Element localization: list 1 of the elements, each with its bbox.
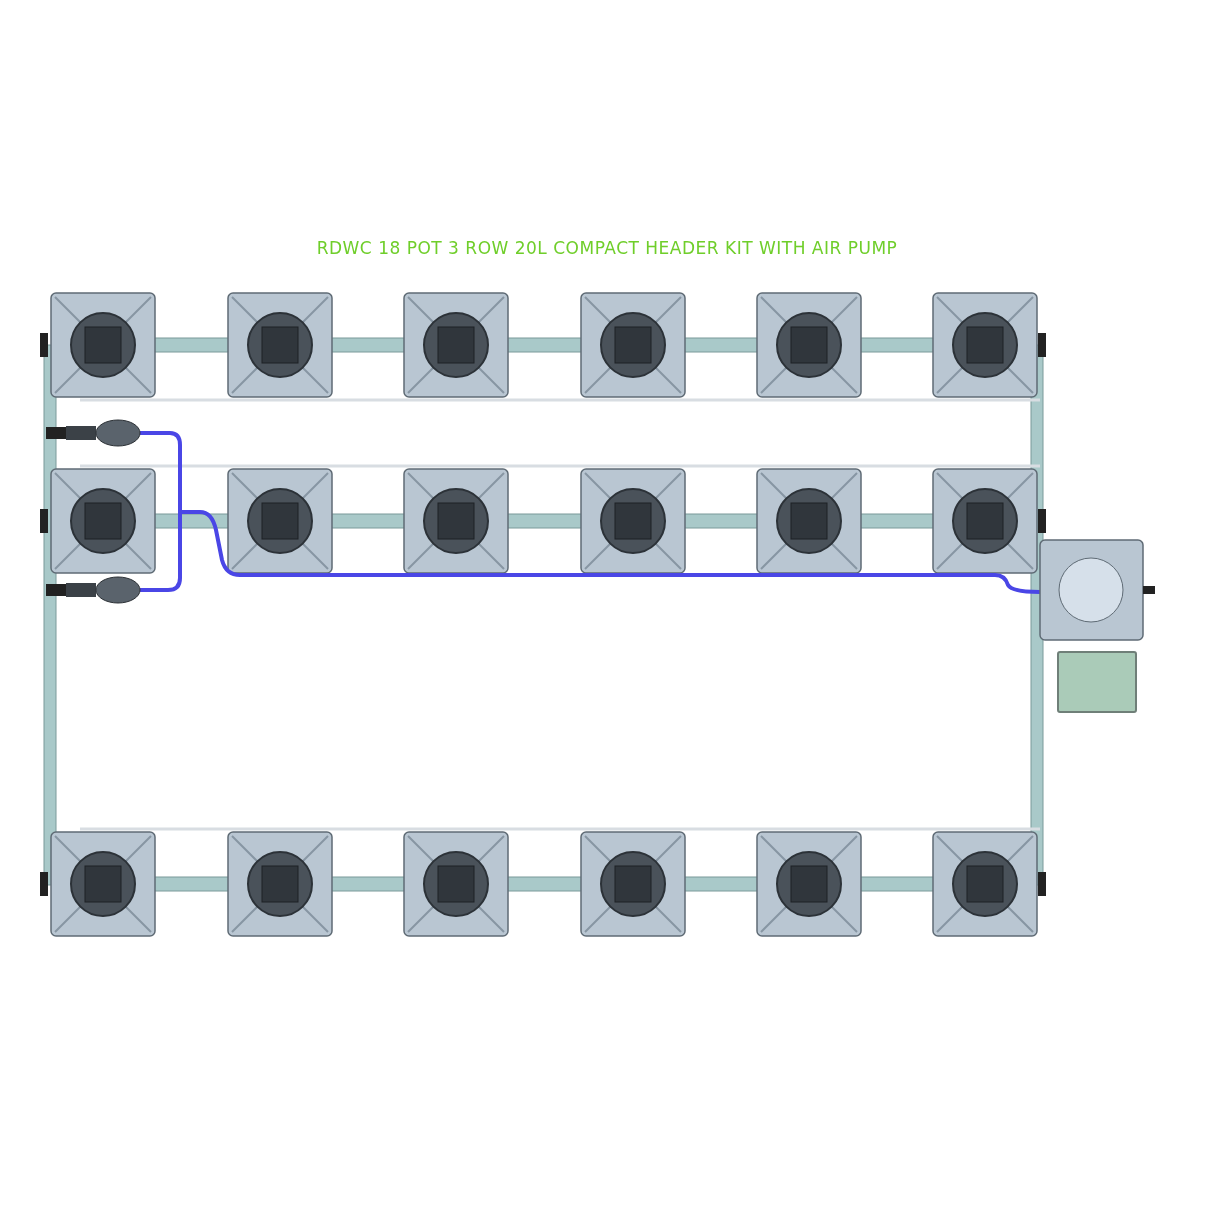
title: RDWC 18 POT 3 ROW 20L COMPACT HEADER KIT WITH AIR PUMP — [316, 238, 898, 258]
